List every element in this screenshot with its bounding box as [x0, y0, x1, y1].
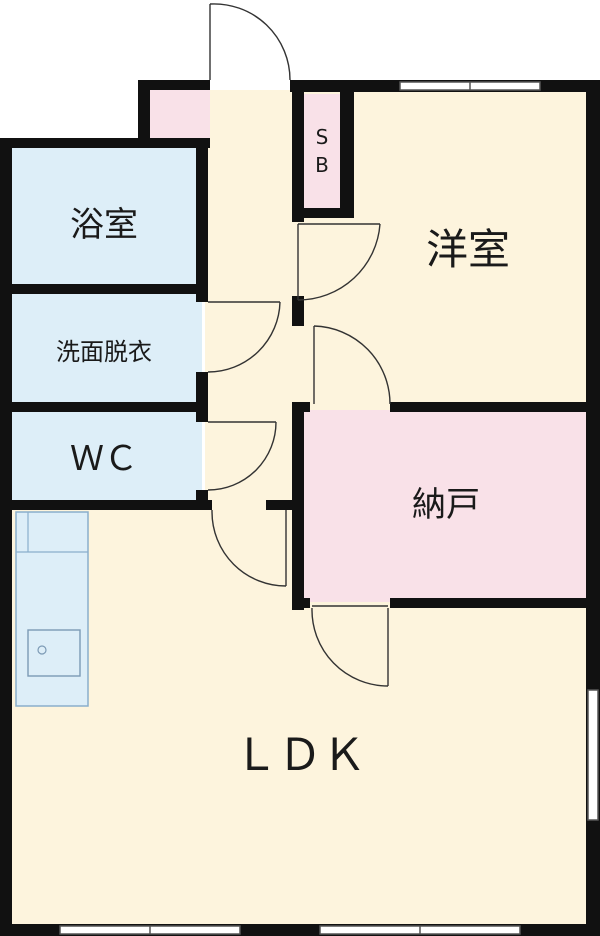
hallway-floor: [205, 88, 297, 510]
kitchen-counter: [15, 511, 89, 707]
western-room-label: 洋室: [426, 225, 510, 274]
sink-icon: [27, 629, 81, 677]
wc-floor: [10, 412, 202, 502]
shoe-box-label-bottom: B: [315, 153, 329, 177]
washroom-floor: [10, 294, 202, 406]
bath-floor: [10, 146, 202, 286]
shoe-box-label-top: S: [316, 125, 329, 149]
storage-floor: [303, 410, 587, 602]
ldk-label: ＬＤＫ: [234, 730, 366, 781]
wc-label: ＷＣ: [70, 439, 138, 479]
door-swing-icon: [207, 3, 391, 687]
window-icon: [59, 81, 599, 935]
storage-label: 納戸: [412, 485, 480, 525]
entrance-floor: [140, 88, 210, 138]
bath-label: 浴室: [70, 205, 138, 245]
washroom-label: 洗面脱衣: [56, 338, 152, 366]
